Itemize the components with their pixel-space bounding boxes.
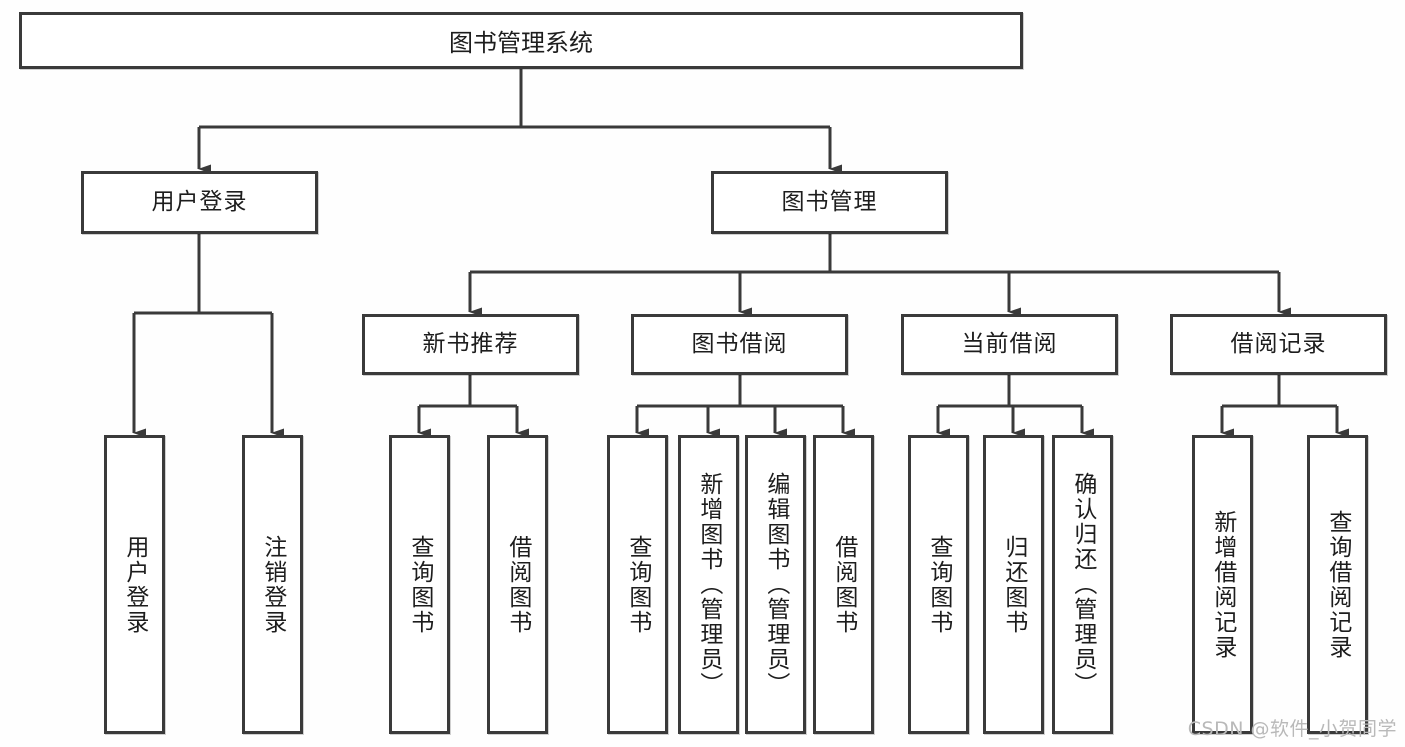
node-label: 查询图书 [624, 534, 651, 635]
node-leaf-add-borrow-record[interactable]: 新增借阅记录 [1192, 435, 1253, 734]
node-leaf-borrow-book-2[interactable]: 借阅图书 [813, 435, 874, 734]
node-leaf-query-book-3[interactable]: 查询图书 [908, 435, 969, 734]
node-label: 归还图书 [1000, 534, 1027, 635]
node-root-system[interactable]: 图书管理系统 [19, 12, 1023, 69]
node-borrow-record[interactable]: 借阅记录 [1170, 314, 1387, 375]
node-label: 当前借阅 [961, 330, 1058, 357]
node-label: 查询图书 [925, 534, 952, 635]
node-leaf-query-borrow-record[interactable]: 查询借阅记录 [1307, 435, 1368, 734]
node-label: 查询图书 [406, 534, 433, 635]
node-label: 图书管理 [781, 188, 878, 215]
node-leaf-borrow-book-1[interactable]: 借阅图书 [487, 435, 548, 734]
node-label: 图书管理系统 [449, 29, 593, 57]
node-label: 编辑图书（管理员） [762, 472, 789, 697]
node-leaf-confirm-return-admin[interactable]: 确认归还（管理员） [1052, 435, 1113, 734]
node-leaf-query-book-1[interactable]: 查询图书 [389, 435, 450, 734]
node-current-borrow[interactable]: 当前借阅 [901, 314, 1118, 375]
csdn-watermark: CSDN @软件_小贺同学 [1187, 718, 1397, 740]
node-label: 用户登录 [151, 188, 248, 215]
node-leaf-edit-book-admin[interactable]: 编辑图书（管理员） [745, 435, 806, 734]
node-label: 新书推荐 [422, 330, 519, 357]
node-label: 借阅记录 [1230, 330, 1327, 357]
node-label: 借阅图书 [830, 534, 857, 635]
node-leaf-user-login[interactable]: 用户登录 [104, 435, 165, 734]
node-book-manage[interactable]: 图书管理 [711, 171, 948, 234]
node-new-book-recommend[interactable]: 新书推荐 [362, 314, 579, 375]
node-book-borrow[interactable]: 图书借阅 [631, 314, 848, 375]
node-leaf-user-logout[interactable]: 注销登录 [242, 435, 303, 734]
node-user-login[interactable]: 用户登录 [81, 171, 318, 234]
node-label: 新增借阅记录 [1209, 509, 1236, 660]
node-label: 确认归还（管理员） [1069, 472, 1096, 697]
node-label: 图书借阅 [691, 330, 788, 357]
node-label: 借阅图书 [504, 534, 531, 635]
node-leaf-add-book-admin[interactable]: 新增图书（管理员） [678, 435, 739, 734]
node-label: 注销登录 [259, 534, 286, 635]
node-leaf-query-book-2[interactable]: 查询图书 [607, 435, 668, 734]
node-label: 用户登录 [121, 534, 148, 635]
node-label: 查询借阅记录 [1324, 509, 1351, 660]
node-label: 新增图书（管理员） [695, 472, 722, 697]
node-leaf-return-book[interactable]: 归还图书 [983, 435, 1044, 734]
